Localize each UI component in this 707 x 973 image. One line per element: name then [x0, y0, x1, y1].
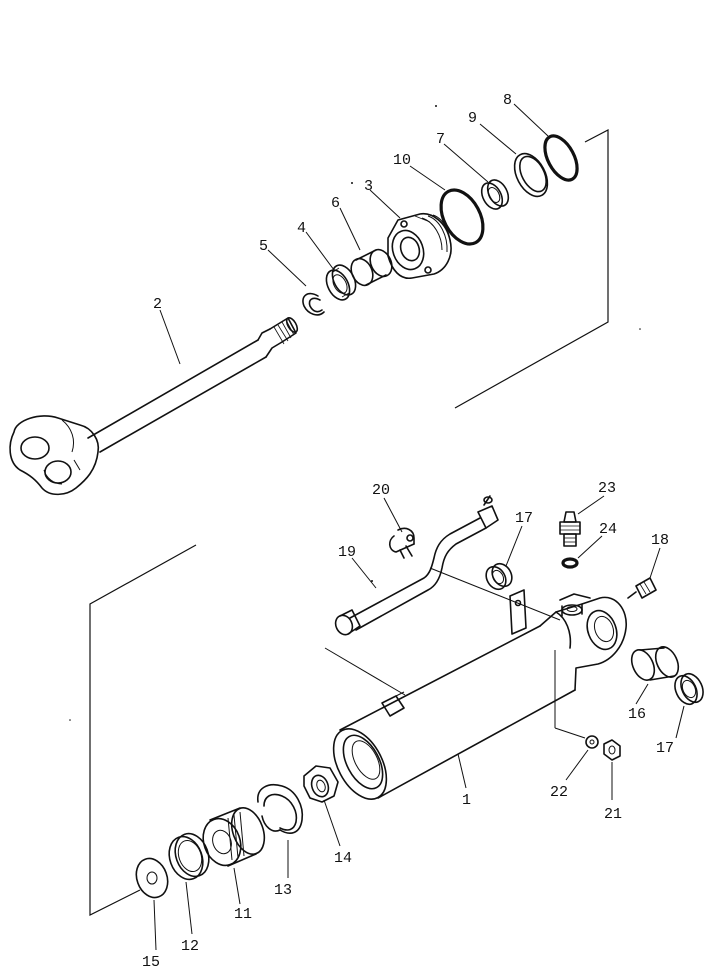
callout-17-lower: 17 [656, 740, 674, 757]
grease-fitting [559, 511, 581, 547]
callout-8: 8 [503, 92, 512, 109]
wear-ring [257, 784, 304, 834]
o-ring-small [543, 134, 579, 182]
piston-rod [9, 316, 299, 496]
callout-21: 21 [604, 806, 622, 823]
rod-seal [480, 179, 510, 210]
cylinder-tube [332, 589, 576, 800]
small-washer [585, 735, 599, 749]
leader-lines [153, 103, 685, 951]
callout-11: 11 [234, 906, 252, 923]
callout-10: 10 [393, 152, 411, 169]
bleed-plug [627, 577, 657, 599]
callout-18: 18 [651, 532, 669, 549]
assembly-frame-lower [89, 544, 586, 916]
callout-9: 9 [468, 110, 477, 127]
callout-3: 3 [364, 178, 373, 195]
piston [202, 807, 266, 867]
bearing [325, 264, 357, 301]
end-washer [135, 857, 169, 899]
piston-seal [168, 832, 210, 881]
callout-17-upper: 17 [515, 510, 533, 527]
dust-seal-lower [674, 672, 704, 706]
snap-ring [302, 292, 325, 316]
callout-5: 5 [259, 238, 268, 255]
dust-seal-upper [485, 562, 513, 591]
callout-19: 19 [338, 544, 356, 561]
bushing [350, 248, 393, 287]
cylinder-head [387, 213, 452, 280]
seal-washer [561, 557, 579, 569]
callout-24: 24 [599, 521, 617, 538]
callout-7: 7 [436, 131, 445, 148]
callout-4: 4 [297, 220, 306, 237]
callout-15: 15 [142, 954, 160, 971]
callout-12: 12 [181, 938, 199, 955]
callout-14: 14 [334, 850, 352, 867]
piston-nut [303, 765, 339, 803]
callout-22: 22 [550, 784, 568, 801]
o-ring-large [439, 188, 485, 246]
callout-6: 6 [331, 195, 340, 212]
callout-13: 13 [274, 882, 292, 899]
backup-ring [513, 152, 549, 198]
hex-nut [603, 739, 621, 761]
callout-2: 2 [153, 296, 162, 313]
hydraulic-pipe [334, 495, 499, 636]
callout-labels: 1 2 3 4 5 6 7 8 9 10 11 12 13 14 15 16 1… [142, 92, 674, 971]
assembly-frame-upper [454, 129, 609, 409]
callout-20: 20 [372, 482, 390, 499]
cylinder-bottom [539, 593, 627, 691]
scan-specks [69, 105, 641, 721]
pipe-clamp [388, 527, 415, 559]
callout-23: 23 [598, 480, 616, 497]
callout-1: 1 [462, 792, 471, 809]
pin-bushing [630, 646, 680, 681]
callout-16: 16 [628, 706, 646, 723]
